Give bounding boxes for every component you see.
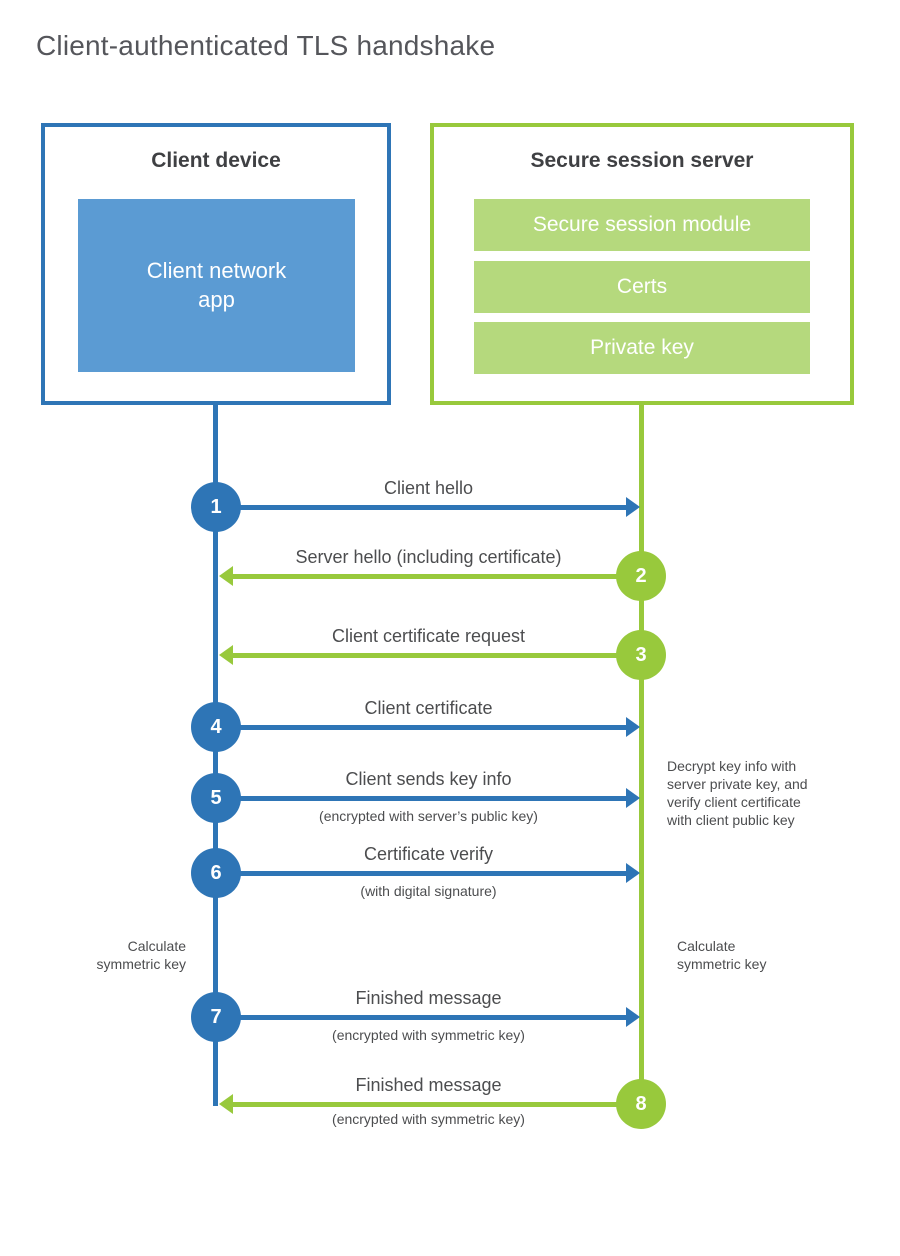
arrowhead-right-icon bbox=[626, 497, 640, 517]
server-lifeline bbox=[639, 405, 644, 1105]
step-5-number: 5 bbox=[210, 786, 222, 809]
step-2-number: 2 bbox=[635, 564, 647, 587]
step-5-sublabel: (encrypted with server’s public key) bbox=[319, 808, 538, 824]
note-line: Calculate bbox=[127, 938, 186, 954]
arrowhead-right-icon bbox=[626, 788, 640, 808]
note-line: with client public key bbox=[667, 812, 795, 828]
step-8-label: Finished message bbox=[355, 1075, 502, 1095]
note-line: server private key, and bbox=[667, 776, 808, 792]
step-1-circle: 1 bbox=[191, 482, 241, 532]
note-decrypt-key-info: Decrypt key info with server private key… bbox=[667, 757, 842, 829]
step-8-sublabel: (encrypted with symmetric key) bbox=[332, 1111, 525, 1127]
note-line: symmetric key bbox=[96, 956, 186, 972]
client-network-app-label: Client network app bbox=[146, 257, 287, 312]
note-line: verify client certificate bbox=[667, 794, 801, 810]
page-title: Client-authenticated TLS handshake bbox=[36, 30, 496, 61]
step-8-circle: 8 bbox=[616, 1079, 666, 1129]
step-6-label: Certificate verify bbox=[363, 844, 494, 864]
step-1-number: 1 bbox=[210, 495, 222, 518]
step-1-label: Client hello bbox=[383, 478, 474, 498]
step-6-sublabel: (with digital signature) bbox=[360, 883, 497, 899]
step-4-circle: 4 bbox=[191, 702, 241, 752]
step-7-sublabel: (encrypted with symmetric key) bbox=[332, 1027, 525, 1043]
step-3-number: 3 bbox=[635, 643, 647, 666]
server-module-certs: Certs bbox=[474, 261, 810, 313]
step-3-label: Client certificate request bbox=[331, 626, 526, 646]
step-8-number: 8 bbox=[635, 1092, 647, 1115]
step-3-arrow bbox=[233, 653, 641, 658]
step-6-arrow bbox=[216, 871, 626, 876]
step-6-number: 6 bbox=[210, 861, 222, 884]
step-5-arrow bbox=[216, 796, 626, 801]
server-module-secure-session: Secure session module bbox=[474, 199, 810, 251]
step-1-arrow bbox=[216, 505, 626, 510]
server-title: Secure session server bbox=[530, 149, 754, 172]
step-3-circle: 3 bbox=[616, 630, 666, 680]
note-calc-symmetric-key-server: Calculate symmetric key bbox=[677, 937, 807, 973]
step-2-circle: 2 bbox=[616, 551, 666, 601]
step-4-label: Client certificate bbox=[364, 698, 493, 718]
step-7-circle: 7 bbox=[191, 992, 241, 1042]
server-module-private-key: Private key bbox=[474, 322, 810, 374]
client-network-app-box: Client network app bbox=[78, 199, 355, 372]
note-calc-symmetric-key-client: Calculate symmetric key bbox=[66, 937, 186, 973]
step-2-label: Server hello (including certificate) bbox=[295, 547, 562, 567]
client-lifeline bbox=[213, 405, 218, 1106]
step-4-arrow bbox=[216, 725, 626, 730]
arrowhead-left-icon bbox=[219, 1094, 233, 1114]
step-6-circle: 6 bbox=[191, 848, 241, 898]
step-7-label: Finished message bbox=[355, 988, 502, 1008]
step-7-number: 7 bbox=[210, 1005, 222, 1028]
step-2-arrow bbox=[233, 574, 641, 579]
arrowhead-left-icon bbox=[219, 645, 233, 665]
client-device-title: Client device bbox=[151, 149, 281, 172]
arrowhead-right-icon bbox=[626, 717, 640, 737]
arrowhead-left-icon bbox=[219, 566, 233, 586]
step-7-arrow bbox=[216, 1015, 626, 1020]
arrowhead-right-icon bbox=[626, 1007, 640, 1027]
step-8-arrow bbox=[233, 1102, 641, 1107]
step-5-circle: 5 bbox=[191, 773, 241, 823]
note-line: Calculate bbox=[677, 938, 736, 954]
step-4-number: 4 bbox=[210, 715, 222, 738]
note-line: Decrypt key info with bbox=[667, 758, 797, 774]
step-5-label: Client sends key info bbox=[345, 769, 512, 789]
note-line: symmetric key bbox=[677, 956, 767, 972]
arrowhead-right-icon bbox=[626, 863, 640, 883]
